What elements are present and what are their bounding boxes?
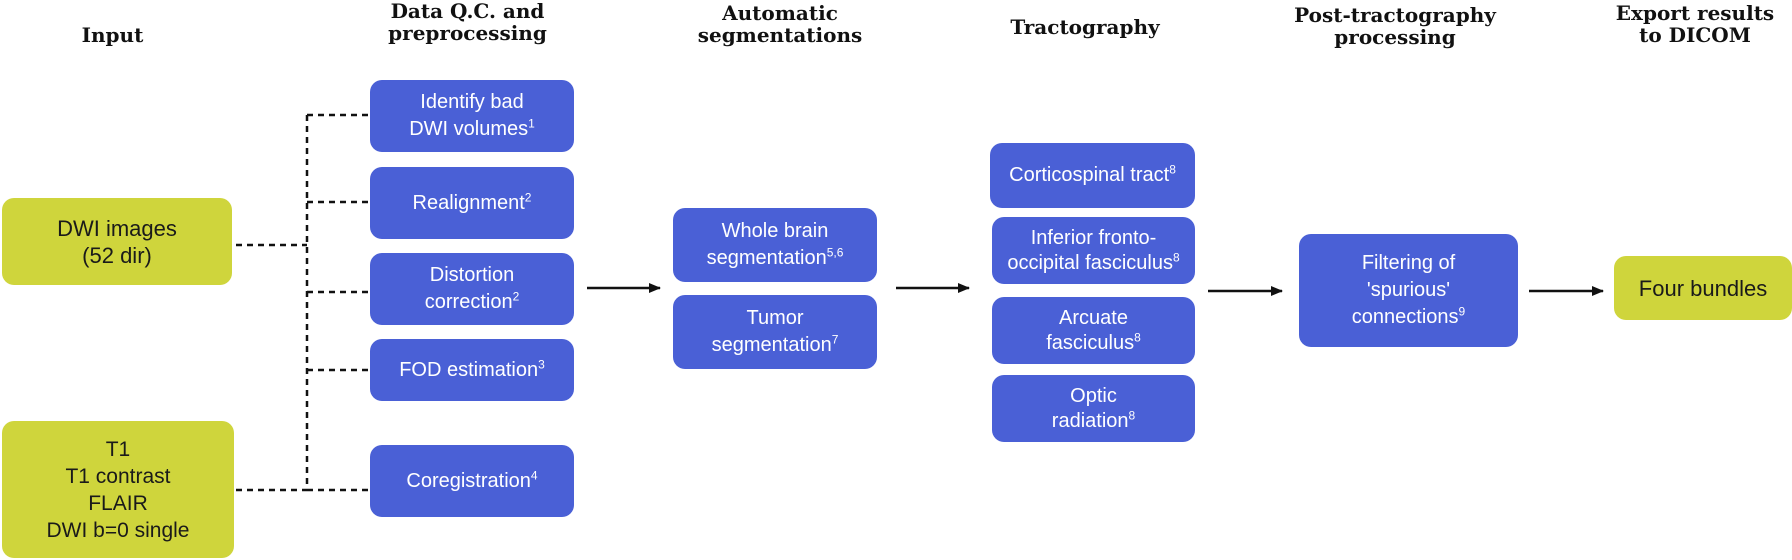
flow-arrows	[587, 283, 1604, 296]
realignment-box: Realignment2	[370, 167, 574, 239]
header-export: Export results to DICOM	[1615, 1, 1775, 47]
header-tractography: Tractography	[1010, 15, 1160, 39]
coregistration-box: Coregistration4	[370, 445, 574, 517]
whole-brain-segmentation-box: Whole brain segmentation5,6	[673, 208, 877, 282]
fod-estimation-box: FOD estimation3	[370, 339, 574, 401]
header-preprocessing: Data Q.C. and preprocessing	[388, 0, 547, 45]
header-post-tractography: Post-tractography processing	[1294, 3, 1496, 49]
anatomical-images-box: T1 T1 contrast FLAIR DWI b=0 single	[2, 421, 234, 558]
reference-marker: 8	[1128, 407, 1136, 422]
ifof-box: Inferior fronto- occipital fasciculus8	[992, 217, 1195, 284]
optic-radiation-box: Optic radiation8	[992, 375, 1195, 442]
reference-marker: 2	[512, 289, 520, 304]
reference-marker: 1	[528, 116, 535, 131]
reference-marker: 8	[1172, 249, 1180, 264]
spurious-filtering-box: Filtering of 'spurious' connections9	[1299, 234, 1518, 347]
arcuate-fasciculus-box: Arcuate fasciculus8	[992, 297, 1195, 364]
reference-marker: 2	[524, 189, 532, 204]
corticospinal-tract-box: Corticospinal tract8	[990, 143, 1195, 208]
reference-marker: 8	[1169, 162, 1176, 177]
distortion-correction-box: Distortion correction2	[370, 253, 574, 325]
reference-marker: 7	[831, 332, 839, 347]
reference-marker: 8	[1134, 329, 1141, 344]
header-segmentations: Automatic segmentations	[697, 1, 863, 47]
header-input: Input	[81, 23, 144, 47]
reference-marker: 3	[538, 356, 545, 371]
dashed-connectors	[236, 113, 368, 492]
dwi-images-box: DWI images (52 dir)	[2, 198, 232, 285]
four-bundles-box: Four bundles	[1614, 256, 1792, 320]
reference-marker: 5,6	[826, 245, 844, 260]
reference-marker: 4	[530, 467, 538, 482]
identify-bad-volumes-box: Identify bad DWI volumes1	[370, 80, 574, 152]
tumor-segmentation-box: Tumor segmentation7	[673, 295, 877, 369]
reference-marker: 9	[1458, 304, 1466, 319]
